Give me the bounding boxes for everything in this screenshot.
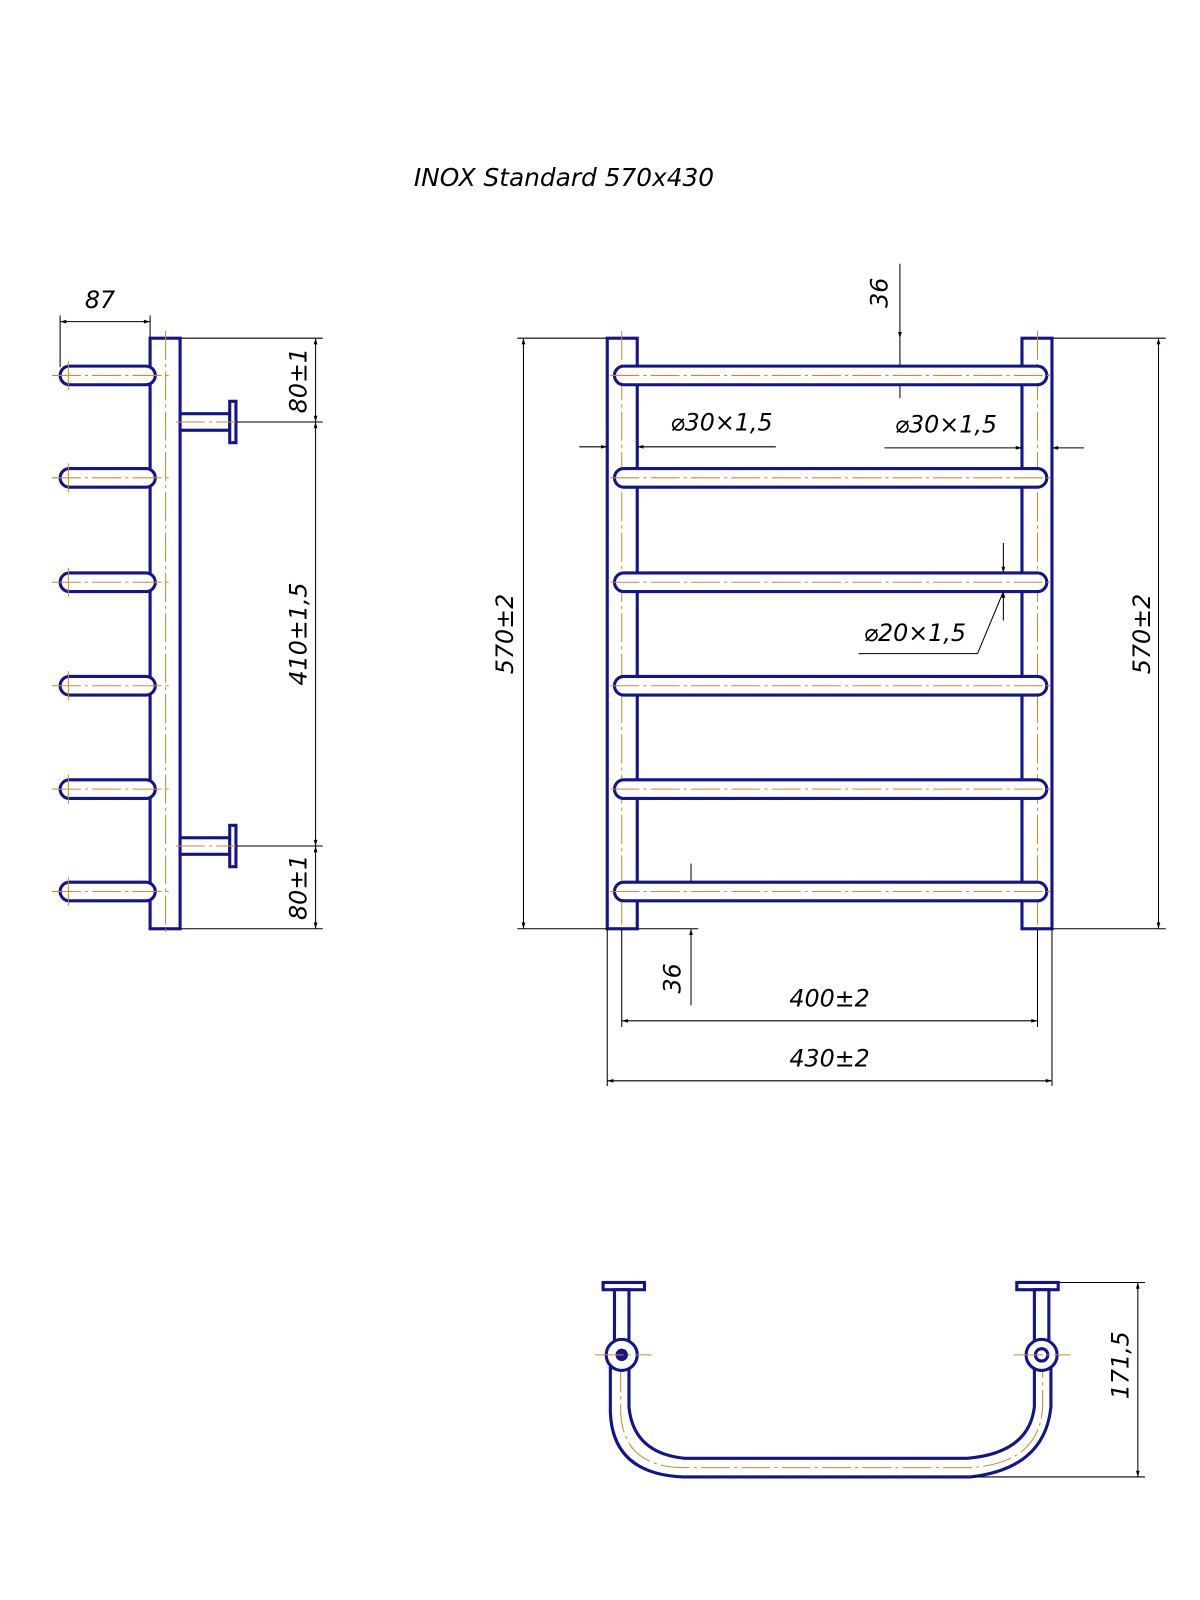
wall-bracket-bottom (175, 823, 249, 869)
rung-pipe-spec: ⌀20×1,5 (864, 619, 966, 647)
side-view: 87 80±1 410±1,5 80±1 (51, 286, 323, 937)
right-riser (1020, 336, 1054, 931)
dim-center-distance: 410±1,5 (284, 582, 312, 685)
dim-bottom-offset: 80±1 (284, 855, 312, 920)
dim-projection: 171,5 (1107, 1331, 1135, 1399)
top-view: 171,5 (594, 1280, 1146, 1479)
right-pipe-spec: ⌀30×1,5 (895, 410, 997, 438)
wall-bracket-top (175, 399, 249, 445)
drawing-title: INOX Standard 570x430 (414, 163, 714, 192)
u-tube (608, 1363, 1053, 1479)
left-pipe-spec: ⌀30×1,5 (670, 408, 772, 436)
dim-top-offset: 80±1 (284, 348, 312, 413)
dim-bottom-gap: 36 (659, 963, 687, 993)
dim-height-right: 570±2 (1128, 594, 1156, 674)
front-view: 570±2 570±2 36 ⌀30×1,5 ⌀30×1,5 ⌀20×1,5 3… (491, 263, 1166, 1086)
dim-top-gap: 36 (866, 278, 894, 308)
dim-height-left: 570±2 (491, 594, 519, 674)
dim-inner-width: 400±2 (789, 984, 869, 1012)
dim-outer-width: 430±2 (789, 1044, 869, 1072)
side-riser (148, 336, 182, 931)
dim-depth: 87 (85, 286, 115, 314)
